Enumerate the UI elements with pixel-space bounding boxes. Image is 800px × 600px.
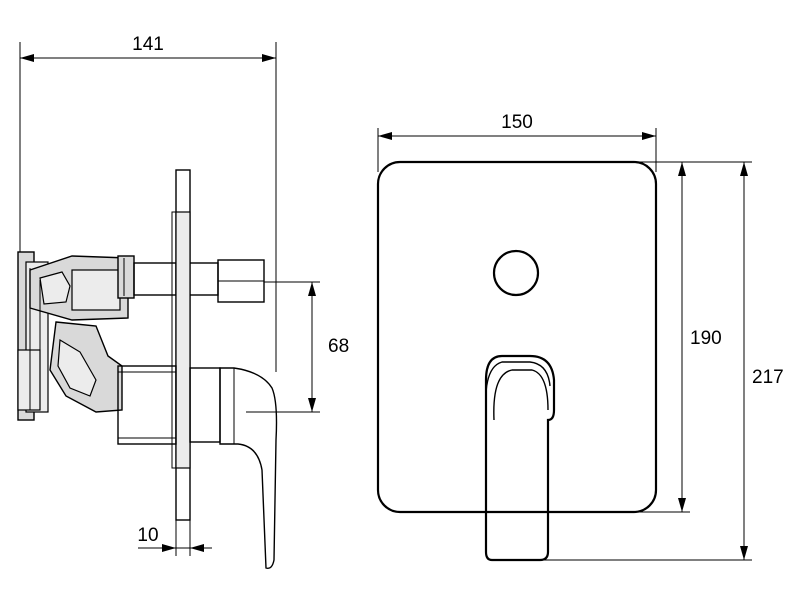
- side-upper-stem: [133, 259, 265, 303]
- dimension-217-label: 217: [752, 367, 784, 388]
- side-lower-cartridge: [117, 365, 221, 445]
- dimension-190: 190: [678, 162, 722, 512]
- dimension-10: 10: [137, 520, 212, 556]
- dimension-10-label: 10: [137, 525, 158, 546]
- dimension-141: 141: [20, 34, 276, 62]
- dimension-150-label: 150: [501, 112, 533, 133]
- side-mounting-body: [17, 251, 135, 421]
- dimension-141-label: 141: [132, 34, 164, 55]
- front-wall-plate: [376, 160, 658, 514]
- dimension-217: 217: [740, 162, 784, 560]
- dimension-150: 150: [378, 112, 656, 140]
- front-handle-lever: [484, 354, 556, 562]
- side-view: [17, 42, 278, 570]
- dimension-68-label: 68: [328, 336, 349, 357]
- front-view: [376, 128, 752, 562]
- side-wall-plate: [171, 169, 191, 521]
- dimension-190-label: 190: [690, 328, 722, 349]
- side-handle-lever: [219, 367, 278, 570]
- dimension-68: 68: [246, 281, 349, 413]
- front-diverter-knob: [492, 249, 540, 297]
